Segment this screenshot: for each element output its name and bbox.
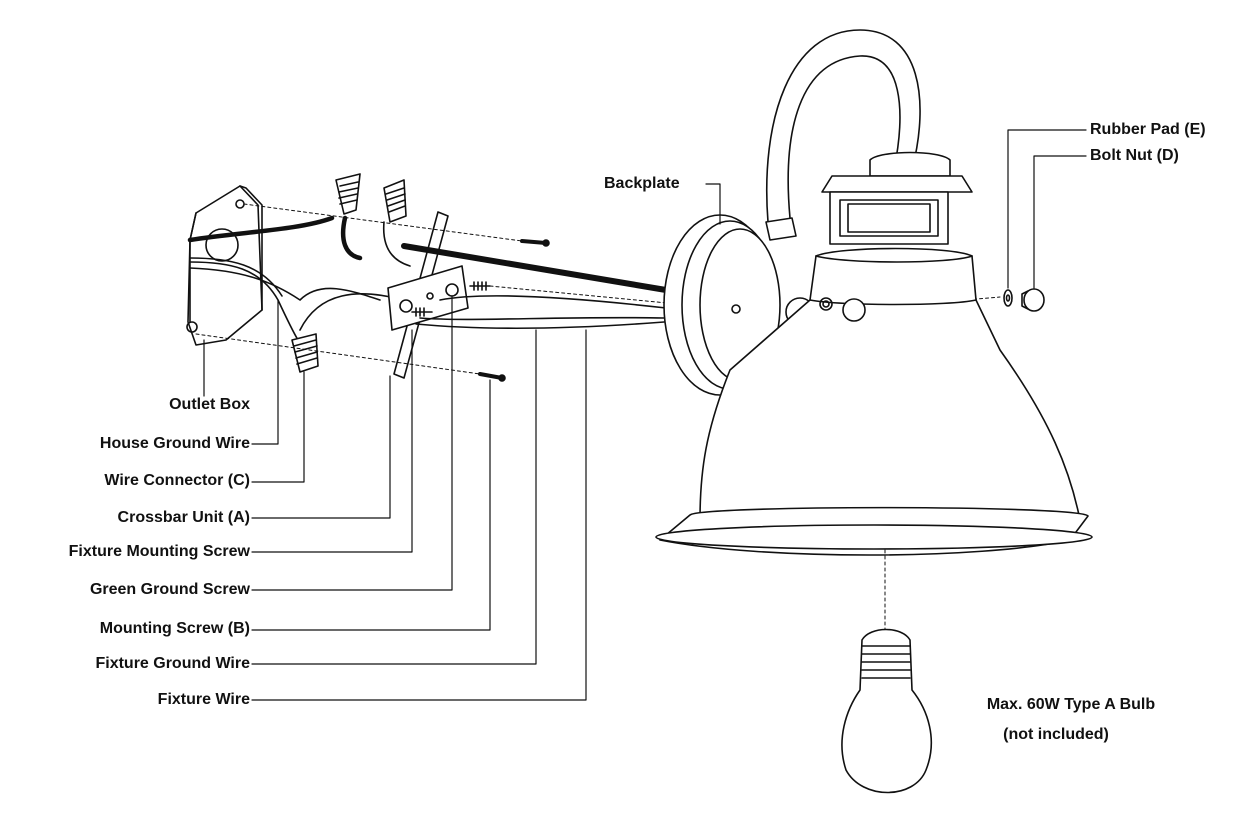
fixture-wires: [401, 243, 669, 330]
label-green-ground-screw: Green Ground Screw: [89, 581, 250, 598]
gooseneck-arm: [765, 29, 921, 241]
mounting-screw-bottom: [478, 372, 506, 382]
label-bolt-nut: Bolt Nut (D): [1090, 147, 1179, 164]
leader-lines: [203, 129, 1087, 701]
label-bulb-line1: Max. 60W Type A Bulb: [986, 696, 1156, 713]
house-wires: [187, 215, 411, 341]
label-fixture-mounting-screw: Fixture Mounting Screw: [68, 543, 250, 560]
label-bulb-line2: (not included): [1003, 726, 1109, 743]
label-wire-connector: Wire Connector (C): [104, 472, 250, 489]
bulb: [841, 628, 933, 794]
lamp-shade: [655, 247, 1093, 556]
label-rubber-pad: Rubber Pad (E): [1090, 121, 1206, 138]
wire-connector-top-left: [335, 173, 361, 215]
wire-connector-bottom: [291, 333, 319, 373]
rubber-pad: [1003, 289, 1013, 307]
label-mounting-screw: Mounting Screw (B): [99, 620, 250, 637]
crossbar-unit: [387, 211, 469, 379]
label-fixture-ground-wire: Fixture Ground Wire: [95, 655, 250, 672]
outlet-box: [186, 185, 263, 346]
label-backplate: Backplate: [604, 175, 680, 192]
mounting-screw-top: [520, 239, 550, 247]
lamp-cap: [821, 151, 973, 245]
fixture-mounting-screws: [411, 281, 491, 317]
label-outlet-box: Outlet Box: [169, 396, 250, 413]
label-crossbar-unit: Crossbar Unit (A): [117, 509, 250, 526]
label-house-ground-wire: House Ground Wire: [99, 435, 250, 452]
bolt-nut: [1021, 288, 1045, 312]
wire-connector-top-right: [383, 179, 407, 223]
label-fixture-wire: Fixture Wire: [157, 691, 250, 708]
